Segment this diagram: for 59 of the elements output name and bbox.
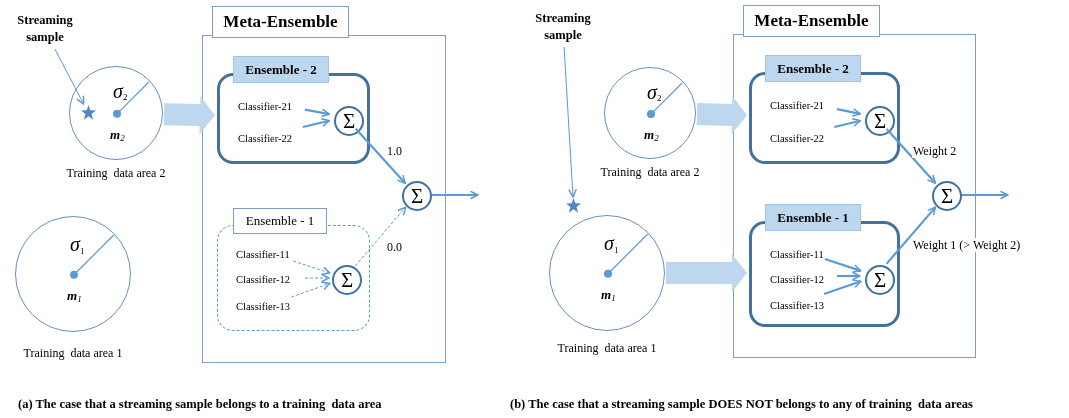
sigma-label: σ$_{2}$ — [647, 80, 662, 103]
ensemble-title: Ensemble - 1 — [233, 208, 327, 234]
arrow — [302, 118, 331, 129]
callout-text: Streaming sample — [526, 10, 600, 46]
mean-label: m$_{1}$ — [601, 287, 616, 302]
arrow — [354, 206, 407, 267]
mean-label: m$_{2}$ — [110, 127, 125, 142]
area-caption: Training data area 1 — [22, 346, 124, 360]
edge-label: 0.0 — [386, 240, 403, 254]
arrow — [355, 128, 406, 184]
edge-label: 1.0 — [386, 144, 403, 158]
sigma-label: σ$_{1}$ — [70, 233, 85, 256]
area-caption: Training data area 1 — [556, 341, 658, 355]
sigma-label: σ$_{1}$ — [604, 232, 619, 255]
arrow — [834, 118, 862, 129]
block-arrow — [163, 96, 215, 135]
arrow — [823, 279, 862, 296]
edge-label: Weight 2 — [912, 144, 958, 158]
callout-text: Streaming sample — [8, 12, 82, 48]
leader-line — [563, 46, 578, 198]
block-arrow — [666, 254, 747, 292]
arrow — [836, 108, 862, 117]
meta-ensemble-title: Meta-Ensemble — [212, 6, 349, 38]
block-arrow — [696, 95, 747, 134]
star-marker — [81, 105, 96, 120]
area-caption: Training data area 2 — [65, 166, 167, 180]
arrow — [885, 128, 937, 184]
area-caption: Training data area 2 — [599, 165, 701, 179]
classifier-label: Classifier-22 — [770, 132, 840, 146]
mean-label: m$_{1}$ — [67, 288, 82, 303]
ensemble-title: Ensemble - 2 — [765, 55, 861, 82]
meta-ensemble-title: Meta-Ensemble — [743, 5, 880, 37]
arrow — [885, 206, 937, 265]
classifier-label: Classifier-12 — [236, 273, 306, 287]
leader-line — [54, 48, 85, 105]
classifier-label: Classifier-11 — [236, 248, 306, 262]
arrow — [304, 273, 330, 283]
classifier-label: Classifier-13 — [770, 299, 840, 313]
star-marker — [566, 198, 581, 213]
classifier-label: Classifier-13 — [236, 300, 306, 314]
arrow — [292, 260, 331, 275]
classifier-label: Classifier-12 — [770, 273, 840, 287]
arrow — [837, 271, 861, 281]
ensemble-title: Ensemble - 1 — [765, 204, 861, 231]
classifier-label: Classifier-22 — [238, 132, 308, 146]
panel-caption: (a) The case that a streaming sample belongs to a training data area — [18, 396, 382, 412]
arrow — [291, 281, 331, 298]
arrow — [432, 190, 479, 200]
arrow — [962, 190, 1009, 200]
classifier-label: Classifier-21 — [770, 99, 840, 113]
mean-label: m$_{2}$ — [644, 127, 659, 142]
sigma-label: σ$_{2}$ — [113, 80, 128, 103]
classifier-label: Classifier-21 — [238, 100, 308, 114]
arrow — [304, 108, 331, 118]
classifier-label: Classifier-11 — [770, 248, 840, 262]
arrow — [824, 257, 862, 273]
edge-label: Weight 1 (> Weight 2) — [912, 238, 1022, 252]
panel-caption: (b) The case that a streaming sample DOES NOT belongs to any of training data areas — [510, 396, 973, 412]
ensemble-title: Ensemble - 2 — [233, 56, 329, 83]
